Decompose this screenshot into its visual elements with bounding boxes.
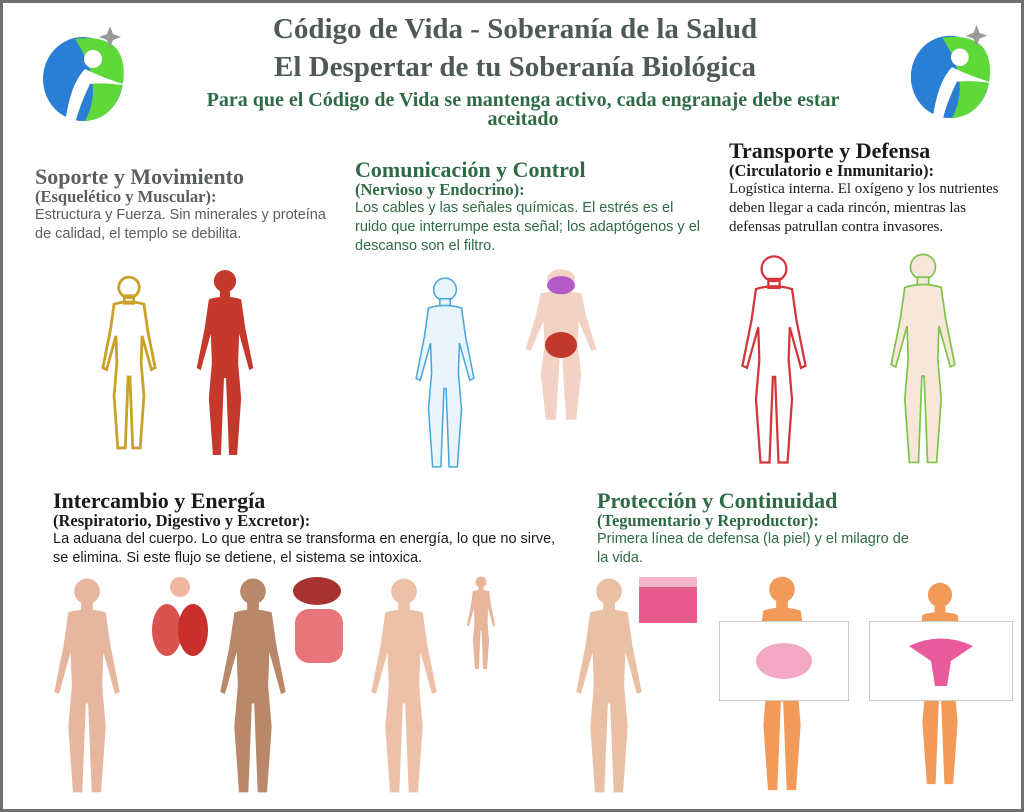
section-text: Los cables y las señales químicas. El es… <box>355 200 700 254</box>
intestines-illustration <box>293 577 343 663</box>
section-title: Soporte y Movimiento <box>35 164 244 189</box>
skin-layers-illustration <box>639 577 697 623</box>
section-intercambio: Intercambio y Energía (Respiratorio, Dig… <box>53 489 573 568</box>
female-reproductive-diagram <box>869 621 1013 701</box>
section-title: Protección y Continuidad <box>597 488 838 513</box>
section-proteccion: Protección y Continuidad (Tegumentario y… <box>597 489 917 568</box>
excretory-body-illustration <box>361 575 447 797</box>
respiratory-body-illustration <box>43 575 131 797</box>
section-transporte: Transporte y Defensa (Circulatorio e Inm… <box>729 139 1009 237</box>
poster-subtitle: El Despertar de tu Soberanía Biológica <box>274 51 756 83</box>
male-reproductive-diagram <box>719 621 849 701</box>
endocrine-illustration <box>501 267 621 423</box>
lymphatic-illustration <box>877 251 969 467</box>
section-text: Estructura y Fuerza. Sin minerales y pro… <box>35 207 326 242</box>
section-subtitle: (Tegumentario y Reproductor): <box>597 511 819 530</box>
muscular-illustration <box>187 267 263 459</box>
section-text: Primera línea de defensa (la piel) y el … <box>597 531 909 566</box>
section-title: Transporte y Defensa <box>729 138 931 163</box>
lungs-illustration <box>152 577 208 656</box>
section-subtitle: (Respiratorio, Digestivo y Excretor): <box>53 511 311 530</box>
skeleton-illustration <box>101 269 157 457</box>
poster-title: Código de Vida - Soberanía de la Salud <box>272 13 758 45</box>
digestive-body-illustration <box>217 575 289 797</box>
section-title: Comunicación y Control <box>355 157 586 182</box>
section-text: Logística interna. El oxígeno y los nutr… <box>729 181 999 235</box>
section-subtitle: (Nervioso y Endocrino): <box>355 180 525 199</box>
section-soporte: Soporte y Movimiento (Esquelético y Musc… <box>35 165 335 244</box>
section-text: La aduana del cuerpo. Lo que entra se tr… <box>53 531 556 566</box>
circulatory-illustration <box>733 253 815 467</box>
section-subtitle: (Esquelético y Muscular): <box>35 187 217 206</box>
organs-illustration <box>449 575 513 671</box>
section-subtitle: (Circulatorio e Inmunitario): <box>729 161 935 180</box>
poster-tagline: Para que el Código de Vida se mantenga a… <box>206 89 840 130</box>
nervous-system-illustration <box>395 275 495 471</box>
section-comunicacion: Comunicación y Control (Nervioso y Endoc… <box>355 158 700 256</box>
section-title: Intercambio y Energía <box>53 488 266 513</box>
